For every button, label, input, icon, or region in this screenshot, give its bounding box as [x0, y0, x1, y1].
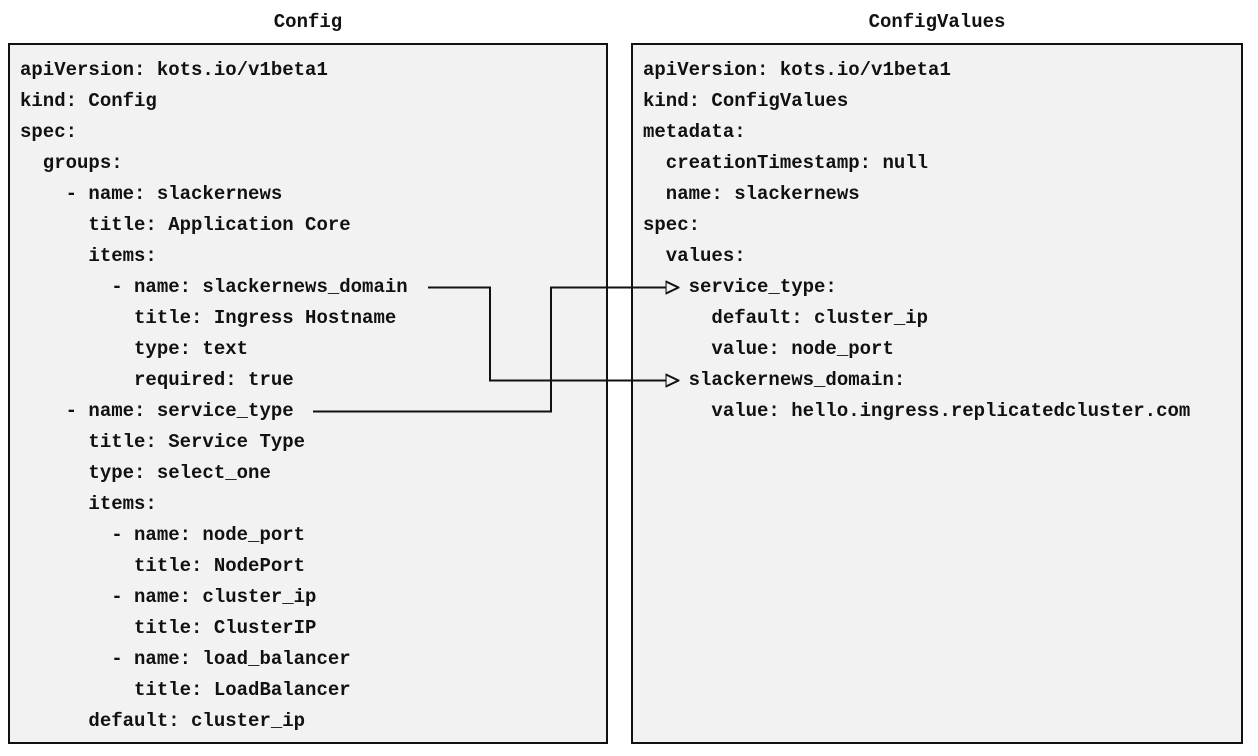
- config-yaml-code: apiVersion: kots.io/v1beta1 kind: Config…: [20, 59, 408, 732]
- configvalues-panel: apiVersion: kots.io/v1beta1 kind: Config…: [631, 43, 1243, 744]
- config-panel-title: Config: [273, 11, 343, 33]
- configvalues-panel-title: ConfigValues: [868, 11, 1006, 33]
- config-panel: apiVersion: kots.io/v1beta1 kind: Config…: [8, 43, 608, 744]
- configvalues-yaml-code: apiVersion: kots.io/v1beta1 kind: Config…: [643, 59, 1191, 422]
